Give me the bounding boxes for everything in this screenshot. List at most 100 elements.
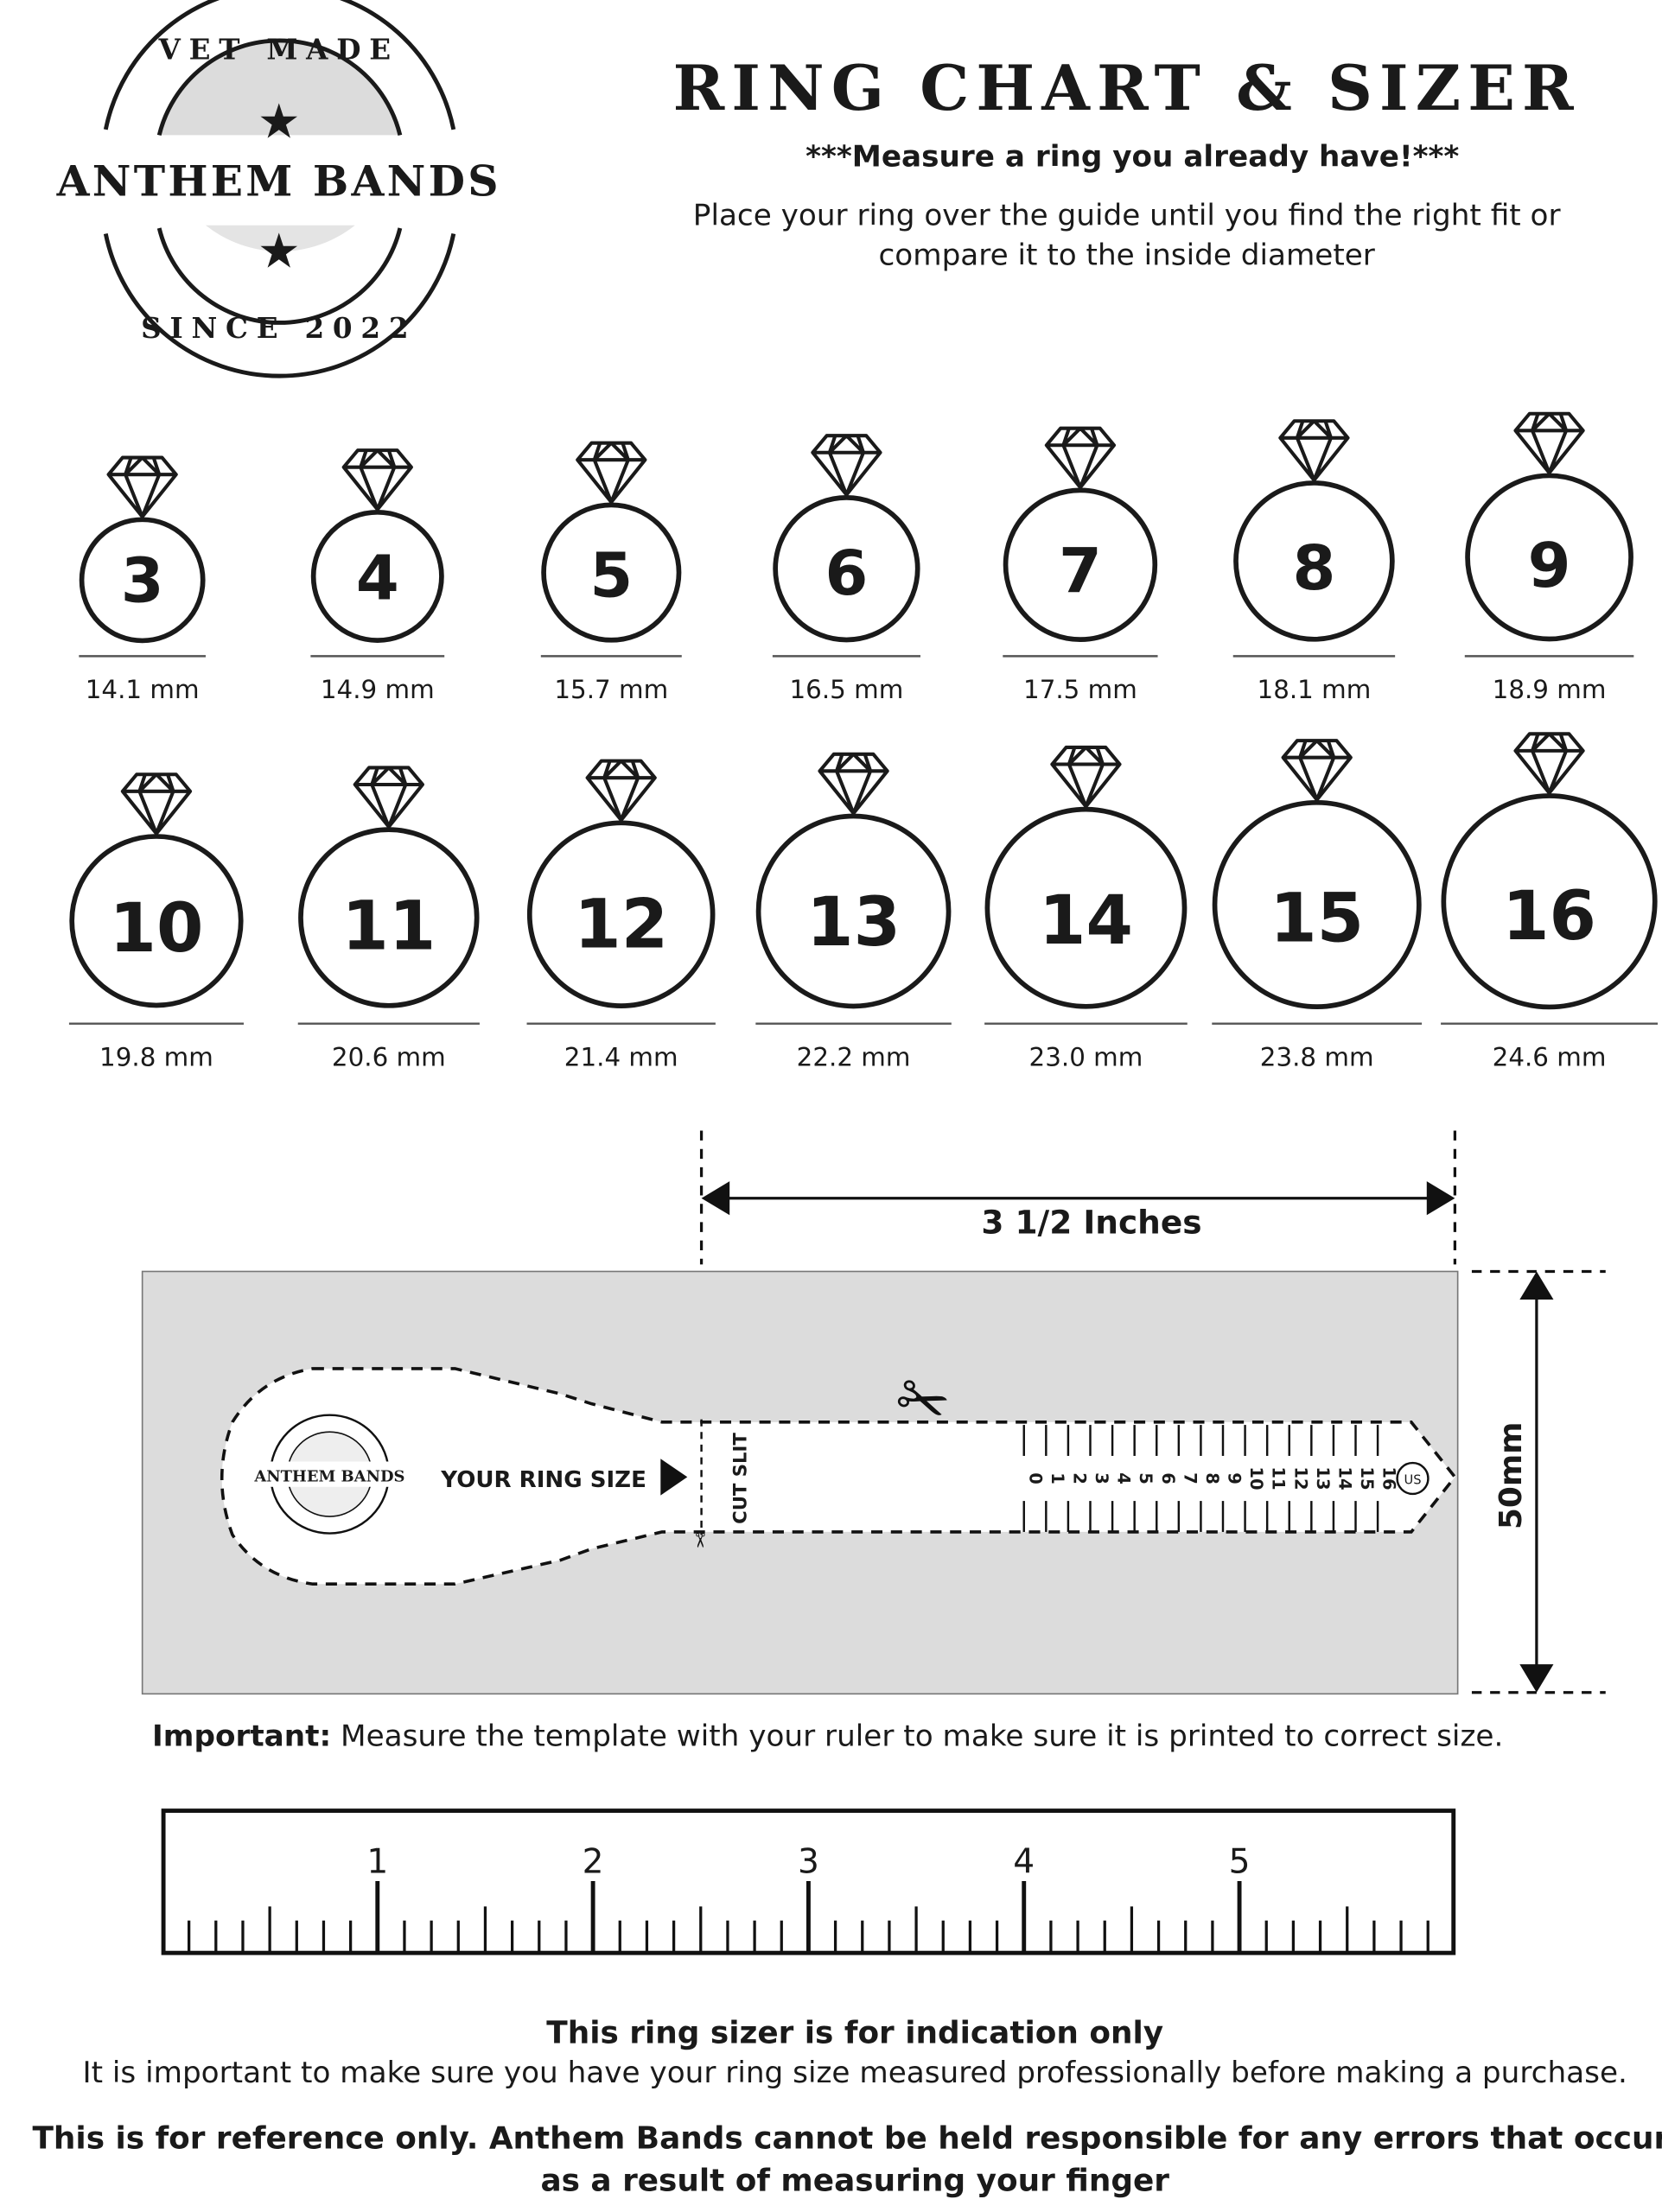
ring-size-number: 8 xyxy=(1292,531,1335,604)
scale-number: 13 xyxy=(1313,1466,1333,1490)
ring-sizer-template: ✂ ✂ ANTHEM BANDS YOUR RING SIZE CUT SLIT… xyxy=(141,1270,1459,1695)
ring-size-10: 10 19.8 mm xyxy=(68,772,244,1072)
scissors-icon: ✂ xyxy=(689,1532,710,1548)
diamond-icon xyxy=(585,759,657,823)
ring-diameter: 15.7 mm xyxy=(554,675,668,704)
ring-diameter: 24.6 mm xyxy=(1493,1043,1607,1072)
ring-size-number: 3 xyxy=(121,544,164,617)
ring-outline xyxy=(1465,473,1633,642)
inch-ruler: 1 2 3 4 5 xyxy=(161,1808,1456,1955)
ring-size-6: 6 16.5 mm xyxy=(772,434,920,704)
important-text: Measure the template with your ruler to … xyxy=(331,1719,1503,1754)
scale-number: 0 xyxy=(1025,1472,1045,1484)
disclaimer-line-1: This is for reference only. Anthem Bands… xyxy=(32,2121,1662,2157)
footer-line: It is important to make sure you have yo… xyxy=(83,2056,1627,2090)
ring-size-13: 13 22.2 mm xyxy=(755,752,952,1072)
ring-diameter: 22.2 mm xyxy=(797,1043,911,1072)
ring-outline xyxy=(755,813,952,1009)
arrow-right-icon xyxy=(660,1459,688,1496)
ring-size-number: 6 xyxy=(825,537,868,609)
ring-size-5: 515.7 mm xyxy=(540,441,682,704)
ring-size-number: 13 xyxy=(806,883,901,962)
ring-size-4: 4 14.9 mm xyxy=(310,448,445,704)
ring-outline xyxy=(1233,480,1395,642)
ring-diameter: 19.8 mm xyxy=(99,1043,213,1072)
diamond-icon xyxy=(1281,739,1353,802)
scale-number: 7 xyxy=(1180,1472,1200,1484)
ring-size-number: 10 xyxy=(110,889,204,968)
ruler-label: 1 xyxy=(366,1842,388,1881)
ring-size-15: 15 23.8 mm xyxy=(1212,739,1423,1072)
star-icon: ★ xyxy=(258,96,301,149)
ruler-label: 3 xyxy=(798,1842,819,1881)
ring-outline xyxy=(69,834,244,1008)
us-badge-text: US xyxy=(1404,1473,1421,1488)
logo-bottom-text: SINCE 2022 xyxy=(141,311,417,345)
ring-outline xyxy=(984,806,1188,1009)
diamond-icon xyxy=(818,752,889,816)
ring-diameter: 23.0 mm xyxy=(1029,1043,1143,1072)
ring-outline xyxy=(298,827,480,1008)
diamond-icon xyxy=(1513,411,1585,475)
scale-number: 16 xyxy=(1379,1466,1399,1490)
diamond-icon xyxy=(576,441,647,505)
ruler-label: 2 xyxy=(583,1842,604,1881)
scale-number: 10 xyxy=(1246,1466,1266,1490)
ruler-label: 4 xyxy=(1013,1842,1035,1881)
ring-outline xyxy=(310,509,444,643)
scale-number: 9 xyxy=(1225,1472,1245,1484)
scale-number: 15 xyxy=(1357,1466,1377,1490)
scale-number: 4 xyxy=(1114,1472,1134,1484)
ring-size-number: 11 xyxy=(341,887,436,966)
ring-outline xyxy=(541,502,682,643)
scale-number: 3 xyxy=(1092,1472,1111,1484)
ring-diameter: 20.6 mm xyxy=(332,1043,446,1072)
diamond-icon xyxy=(120,772,193,836)
diamond-icon xyxy=(106,455,178,519)
scale-number: 12 xyxy=(1290,1466,1310,1490)
ring-outline xyxy=(773,495,920,643)
scale-number: 11 xyxy=(1269,1466,1289,1490)
diamond-icon xyxy=(353,766,424,829)
diamond-icon xyxy=(1050,745,1122,809)
height-label: 50mm xyxy=(1493,1421,1529,1529)
ruler-label: 5 xyxy=(1229,1842,1251,1881)
your-ring-size-label: YOUR RING SIZE xyxy=(440,1467,646,1493)
width-label: 3 1/2 Inches xyxy=(981,1203,1201,1241)
mini-logo-name: ANTHEM BANDS xyxy=(253,1467,404,1485)
ring-size-number: 15 xyxy=(1270,880,1364,958)
diamond-icon xyxy=(811,434,882,497)
ring-size-3: 3 14.1 mm xyxy=(79,455,206,704)
ring-outline xyxy=(1441,793,1658,1010)
ring-size-number: 7 xyxy=(1059,534,1102,607)
subtitle: ***Measure a ring you already have!*** xyxy=(806,139,1459,174)
logo: ★ ★ VET MADE ANTHEM BANDS SINCE 2022 xyxy=(56,0,501,378)
ring-outline xyxy=(526,820,716,1008)
ring-diameter: 18.1 mm xyxy=(1258,675,1372,704)
ring-size-7: 717.5 mm xyxy=(1003,426,1158,704)
ring-diameter: 14.1 mm xyxy=(86,675,200,704)
ring-outline xyxy=(79,517,206,644)
width-dimension: 3 1/2 Inches xyxy=(699,1130,1457,1265)
instruction-line-2: compare it to the inside diameter xyxy=(879,238,1376,272)
diamond-icon xyxy=(341,448,413,512)
ring-diameter: 14.9 mm xyxy=(321,675,435,704)
ring-chart: 3 14.1 mm 4 14.9 mm 515.7 mm 6 16.5 mm 717.5 mm… xyxy=(68,411,1659,1072)
cut-slit-label: CUT SLIT xyxy=(729,1433,751,1524)
logo-name: ANTHEM BANDS xyxy=(56,156,501,207)
ring-diameter: 16.5 mm xyxy=(790,675,904,704)
scale-number: 14 xyxy=(1334,1466,1354,1490)
ring-diameter: 23.8 mm xyxy=(1260,1043,1374,1072)
scale-number: 6 xyxy=(1158,1472,1178,1484)
important-label: Important: xyxy=(152,1719,331,1754)
ring-diameter: 21.4 mm xyxy=(564,1043,678,1072)
ring-diameter: 18.9 mm xyxy=(1493,675,1607,704)
ring-size-number: 4 xyxy=(356,542,399,614)
diamond-icon xyxy=(1513,732,1585,795)
ring-size-11: 11 20.6 mm xyxy=(297,766,480,1072)
